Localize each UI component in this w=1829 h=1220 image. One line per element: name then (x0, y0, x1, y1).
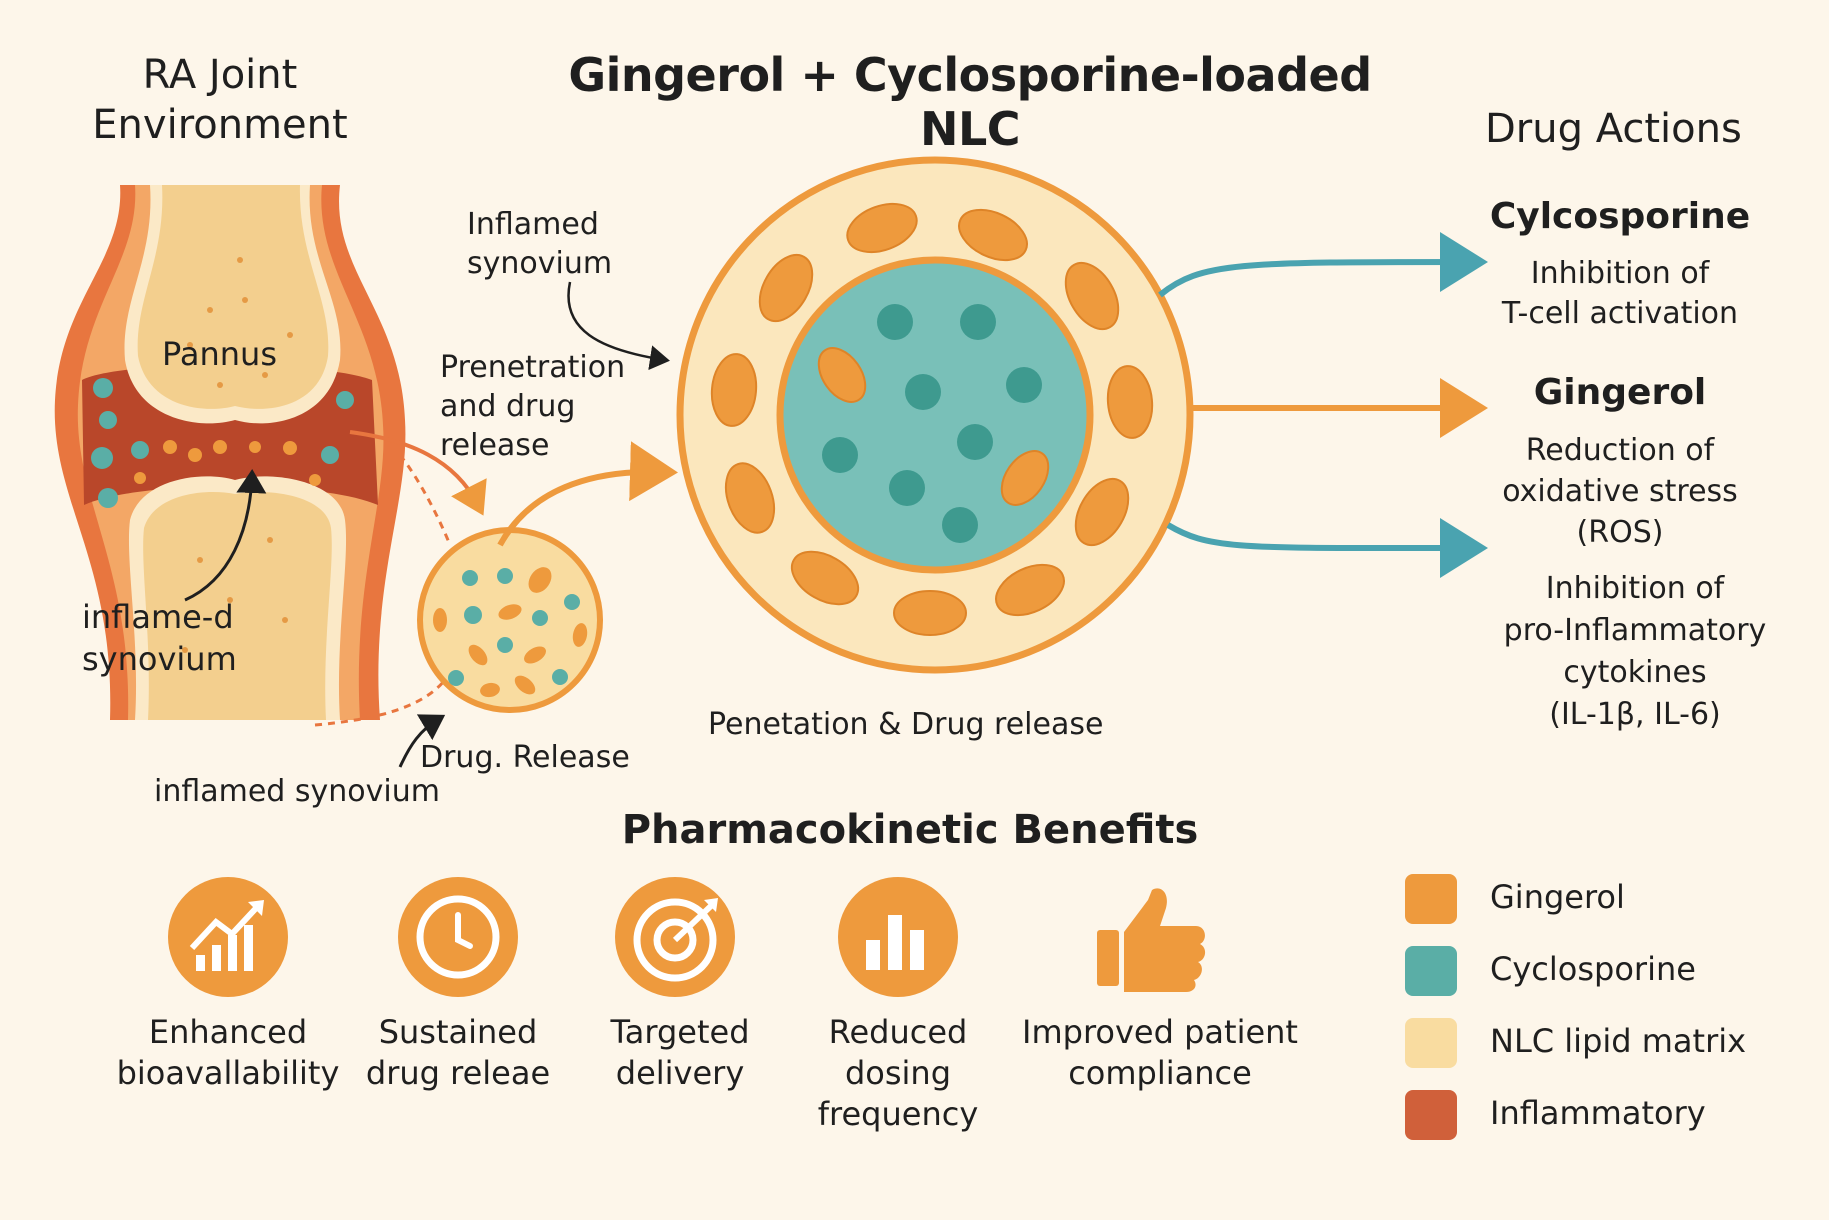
legend-nlc-lipid-matrix: NLC lipid matrix (1490, 1022, 1747, 1060)
cyclosporine-action-title: Cylcosporine (1489, 196, 1751, 237)
dashed-connector-top (398, 454, 452, 546)
arrow-label-to-nlc (567, 281, 670, 371)
legend-gingerol: Gingerol (1490, 878, 1625, 916)
inflamed-synovium-bottom-label: inflamed synovium (154, 774, 440, 809)
benefits-title: Pharmacokinetic Benefits (621, 807, 1199, 853)
pannus-label: Pannus (162, 335, 277, 373)
benefit-sustained-release: Sustained drug releae (365, 1013, 551, 1092)
page-title: Gingerol + Cyclosporine-loaded NLC (568, 48, 1372, 156)
arrow-particle-to-nlc (497, 441, 678, 547)
legend-inflammatory: Inflammatory (1490, 1094, 1706, 1132)
drug-release-label: Drug. Release (420, 740, 630, 775)
clock-icon (398, 877, 518, 997)
penetration-annotation: Prenetration and drug release (440, 350, 626, 463)
gingerol-cytokine-text: Inhibition of pro-Inflammatory cytokines… (1503, 571, 1767, 732)
gingerol-action-title: Gingerol (1533, 372, 1707, 413)
benefit-patient-compliance: Improved patient compliance (1022, 1013, 1298, 1092)
thumbs-up-icon (1097, 888, 1206, 992)
gingerol-ros-text: Reduction of oxidative stress (ROS) (1502, 433, 1738, 550)
cyclosporine-action-text: Inhibition of T-cell activation (1501, 256, 1739, 331)
drug-actions-title: Drug Actions (1485, 106, 1742, 152)
legend-swatches (1405, 874, 1457, 1140)
small-nlc-particle (417, 527, 603, 713)
dashed-connector-bottom (314, 679, 447, 727)
arrow-nlc-to-cytokines (1166, 518, 1488, 579)
benefit-targeted-delivery: Targeted delivery (610, 1013, 750, 1092)
nlc-core (776, 256, 1094, 574)
nlc-particle (676, 156, 1194, 674)
joint-illustration (54, 185, 406, 720)
benefit-reduced-dosing: Reduced dosing frequency (817, 1013, 979, 1133)
legend-cyclosporine: Cyclosporine (1490, 950, 1696, 988)
inflamed-synovium-annotation: Inflamed synovium (467, 207, 613, 281)
arrow-synovium-up (184, 469, 267, 602)
arrow-drug-release (398, 714, 446, 768)
target-icon (615, 877, 735, 997)
benefit-bioavailability: Enhanced bioavallability (116, 1013, 340, 1092)
inflamed-synovium-label: inflame-d synovium (82, 598, 237, 678)
growth-chart-icon (168, 877, 288, 997)
penetation-caption: Penetation & Drug release (708, 707, 1104, 742)
synovium-drug-dots (91, 378, 354, 508)
arrow-nlc-to-cyclosporine (1158, 232, 1488, 298)
arrow-joint-to-particle (349, 430, 487, 516)
bar-chart-icon (838, 877, 958, 997)
joint-title: RA Joint Environment (92, 52, 348, 148)
